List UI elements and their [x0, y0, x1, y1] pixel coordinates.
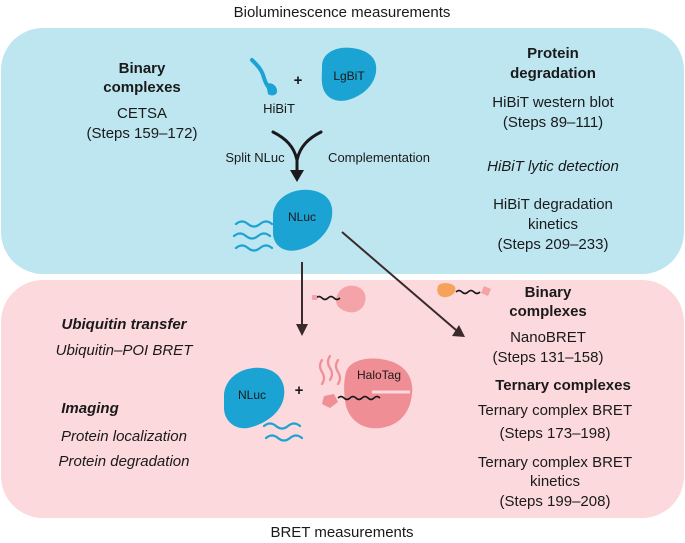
- protein-degradation-label: Protein degradation: [58, 453, 190, 470]
- binary-complexes-heading-line1: Binary: [118, 60, 166, 77]
- split-nluc-label: Split NLuc: [225, 150, 285, 165]
- ubiquitin-poi-label: Ubiquitin–POI BRET: [55, 342, 193, 359]
- bret-binary-heading-line1: Binary: [524, 284, 572, 301]
- light-waves-icon-top: [232, 220, 274, 252]
- nluc-label-top: NLuc: [287, 210, 317, 224]
- arrow-to-imaging: [296, 262, 308, 336]
- ternary-complexes-heading: Ternary complexes: [495, 377, 631, 394]
- cetsa-label: CETSA: [116, 105, 168, 122]
- protein-degradation-heading-line1: Protein: [527, 45, 579, 62]
- hibit-label: HiBiT: [263, 101, 295, 116]
- plus-sign-top: +: [293, 72, 303, 89]
- nluc-protein-icon-top: [273, 189, 333, 251]
- hibit-kinetics-line2: kinetics: [527, 216, 579, 233]
- hibit-western-steps: (Steps 89–111): [502, 114, 604, 131]
- imaging-heading: Imaging: [61, 400, 119, 417]
- bret-binary-heading-line2: complexes: [509, 303, 587, 320]
- hibit-kinetics-line1: HiBiT degradation: [493, 196, 613, 213]
- complementation-arrowhead: [290, 170, 304, 182]
- lgbit-protein-icon: [321, 47, 377, 101]
- ternary-bret-label: Ternary complex BRET: [477, 402, 633, 419]
- hibit-lytic-label: HiBiT lytic detection: [487, 158, 619, 175]
- hibit-western-label: HiBiT western blot: [492, 94, 614, 111]
- tracer-icon: [437, 283, 491, 298]
- protein-localization-label: Protein localization: [61, 428, 187, 445]
- halotag-ligand-icon: [322, 394, 381, 408]
- protein-degradation-heading-line2: degradation: [510, 65, 596, 82]
- ternary-kinetics-line2: kinetics: [529, 473, 581, 490]
- bret-panel: [1, 280, 684, 518]
- arrow-to-binary-complexes: [341, 231, 465, 337]
- ternary-kinetics-line1: Ternary complex BRET: [477, 454, 633, 471]
- complementation-label: Complementation: [328, 150, 430, 165]
- lgbit-label: LgBiT: [333, 69, 365, 83]
- emission-waves-icon: [318, 354, 342, 386]
- cetsa-steps: (Steps 159–172): [86, 125, 198, 142]
- binary-complexes-heading-line2: complexes: [103, 79, 181, 96]
- hibit-peptide-icon: [250, 58, 278, 96]
- nluc-protein-icon-bottom: [224, 367, 285, 429]
- nanobret-label: NanoBRET: [510, 329, 586, 346]
- bret-title: BRET measurements: [270, 524, 414, 541]
- ternary-kinetics-steps: (Steps 199–208): [499, 493, 611, 510]
- light-waves-icon-bottom: [262, 422, 304, 442]
- nanobret-steps: (Steps 131–158): [492, 349, 604, 366]
- nluc-label-bottom: NLuc: [237, 388, 267, 402]
- bioluminescence-panel: [1, 28, 684, 274]
- plus-sign-bottom: +: [294, 382, 304, 399]
- ubiquitin-transfer-heading: Ubiquitin transfer: [61, 316, 187, 333]
- ternary-bret-steps: (Steps 173–198): [499, 425, 611, 442]
- hibit-kinetics-steps: (Steps 209–233): [497, 236, 609, 253]
- bioluminescence-title: Bioluminescence measurements: [233, 4, 451, 21]
- small-ligand-icon: [312, 285, 366, 313]
- halotag-label: HaloTag: [356, 368, 402, 382]
